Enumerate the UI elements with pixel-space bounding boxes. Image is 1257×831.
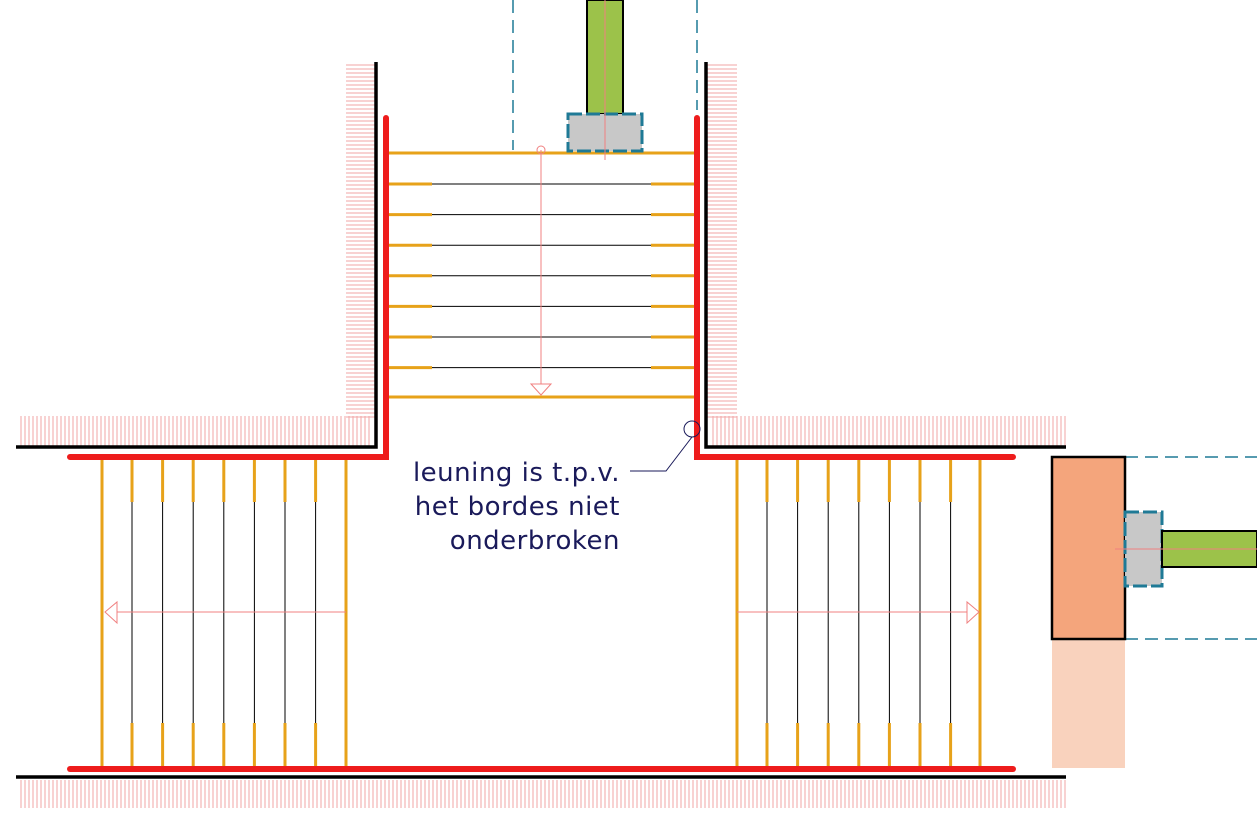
walls xyxy=(16,62,1066,779)
wall-hatching xyxy=(18,62,1066,808)
direction-arrow-icon xyxy=(966,600,980,625)
handrail-left xyxy=(67,115,389,460)
landing-block xyxy=(1050,455,1257,768)
handrails xyxy=(67,115,1016,772)
annotation-note: leuning is t.p.v. het bordes niet onderb… xyxy=(404,456,620,558)
leader-circle-icon xyxy=(536,145,546,155)
right-flight xyxy=(735,460,982,766)
direction-arrow-icon xyxy=(529,383,553,396)
annotation-line-2: het bordes niet xyxy=(414,492,620,522)
annotation-line-3: onderbroken xyxy=(449,526,620,556)
walking-lines xyxy=(104,145,980,625)
direction-arrow-icon xyxy=(104,600,118,625)
left-flight xyxy=(100,460,348,766)
handrail-right xyxy=(694,115,1016,460)
annotation-leader xyxy=(630,420,701,472)
dashed-guides xyxy=(512,0,1257,640)
top-post xyxy=(566,0,644,160)
annotation-line-1: leuning is t.p.v. xyxy=(412,458,620,488)
